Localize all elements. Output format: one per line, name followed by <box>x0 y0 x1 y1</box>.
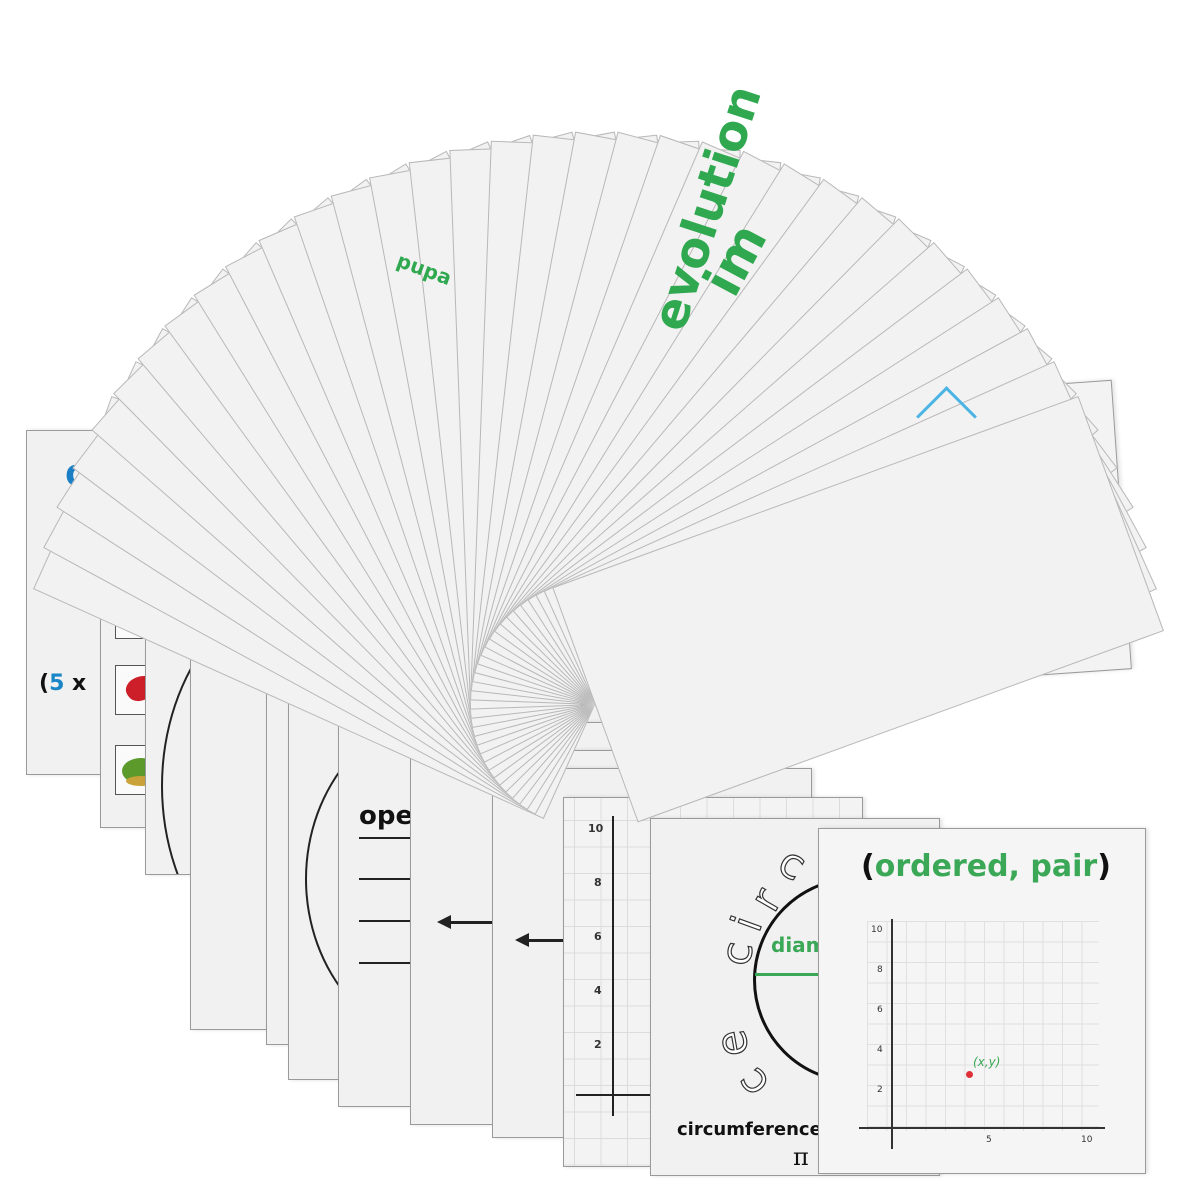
point-label: (x,y) <box>973 1055 1001 1069</box>
distributive-expression: (5 x <box>39 671 87 696</box>
y-tick-label: 6 <box>877 1005 883 1015</box>
y-axis <box>891 919 893 1149</box>
y-tick-label: 8 <box>594 876 602 889</box>
y-axis <box>612 816 614 1116</box>
y-tick-label: 4 <box>877 1045 883 1055</box>
arrowhead <box>515 933 529 947</box>
plotted-point <box>966 1071 973 1078</box>
y-tick-label: 8 <box>877 965 883 975</box>
y-tick-label: 10 <box>871 925 883 935</box>
diameter-label: diam <box>771 933 827 957</box>
circumference-label: circumference <box>677 1119 822 1140</box>
ordered-pair-title: (ordered, pair) <box>861 849 1111 884</box>
y-tick-label: 4 <box>594 984 602 997</box>
coordinate-grid <box>867 921 1099 1131</box>
y-tick-label: 10 <box>588 822 604 835</box>
x-tick-label: 5 <box>986 1135 992 1145</box>
y-tick-label: 6 <box>594 930 602 943</box>
ordered-pair-card: (ordered, pair) 10 8 6 4 2 5 10 (x,y) <box>818 828 1146 1174</box>
arrowhead <box>437 915 451 929</box>
y-tick-label: 2 <box>877 1085 883 1095</box>
x-tick-label: 10 <box>1081 1135 1093 1145</box>
operations-title: ope <box>359 801 414 831</box>
y-tick-label: 2 <box>594 1038 602 1051</box>
x-axis <box>859 1127 1105 1129</box>
